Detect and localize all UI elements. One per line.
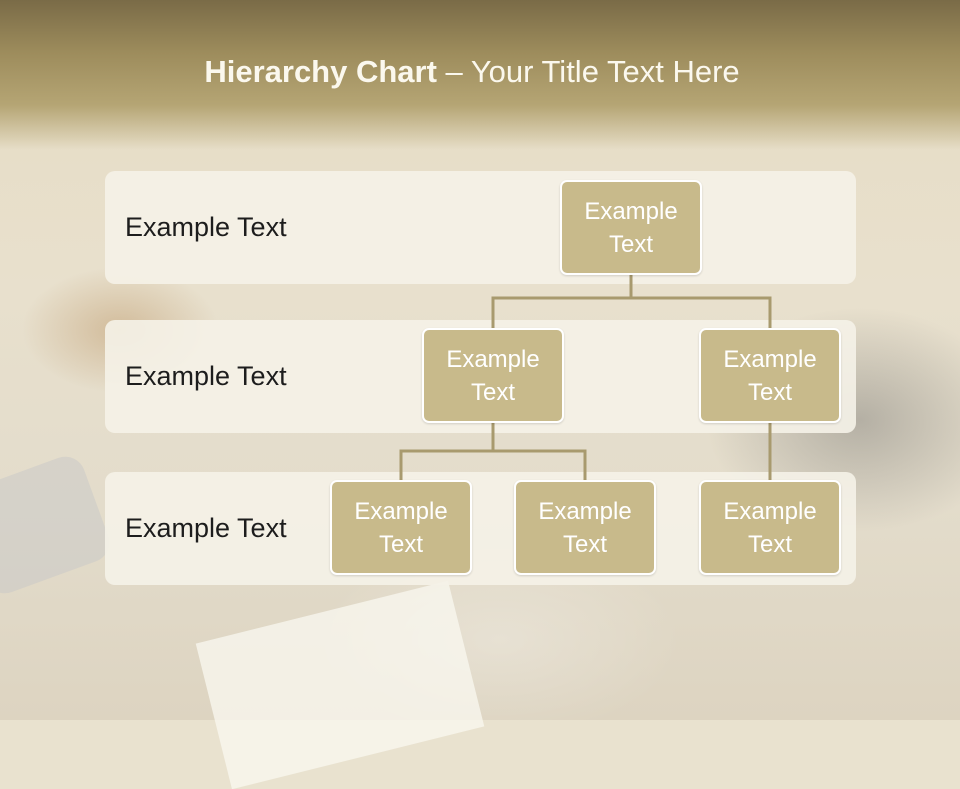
header-band [0,0,960,150]
node-level2-right-label: Example Text [723,345,817,406]
slide-title: Hierarchy Chart – Your Title Text Here [0,54,944,90]
level-band-1: Example Text [105,171,856,284]
node-level2-right[interactable]: Example Text [699,328,841,423]
connector-left-child1 [399,423,495,481]
connector-root-left [491,274,633,329]
connector-left-child2 [493,449,587,481]
level-label-3: Example Text [125,513,287,543]
level-label-2: Example Text [125,361,287,391]
node-level3-middle-label: Example Text [538,497,632,558]
node-level3-left[interactable]: Example Text [330,480,472,575]
title-bold: Hierarchy Chart [204,54,437,89]
node-level3-right[interactable]: Example Text [699,480,841,575]
node-level3-left-label: Example Text [354,497,448,558]
node-level2-left-label: Example Text [446,345,540,406]
connector-lines [399,274,772,481]
title-rest: – Your Title Text Here [436,54,740,89]
node-root-label: Example Text [584,197,678,258]
node-root[interactable]: Example Text [560,180,702,275]
connector-root-right [631,296,772,329]
level-label-1: Example Text [125,212,287,242]
node-level3-middle[interactable]: Example Text [514,480,656,575]
node-level2-left[interactable]: Example Text [422,328,564,423]
node-level3-right-label: Example Text [723,497,817,558]
